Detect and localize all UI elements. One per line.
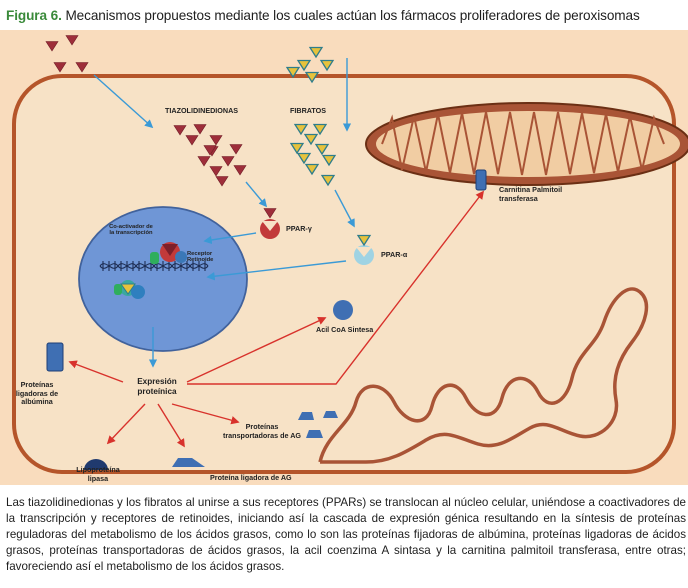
nucleus xyxy=(78,206,248,352)
blue-arrows xyxy=(93,58,355,368)
label-receptor-retinoide: Receptor Retinoide xyxy=(187,251,214,264)
figure-title: Figura 6. Mecanismos propuestos mediante… xyxy=(6,8,682,23)
red-arrows xyxy=(68,190,485,448)
figure-number: Figura 6. xyxy=(6,8,62,23)
label-tiazolidinedionas: TIAZOLIDINEDIONAS xyxy=(165,106,239,115)
ppar-gamma-receptor xyxy=(260,208,280,239)
label-fibratos: FIBRATOS xyxy=(290,106,327,115)
transportadoras-proteins xyxy=(298,411,338,438)
label-proteinas-transportadoras: Proteínas transportadoras de AG xyxy=(222,422,301,440)
label-coactivador: Co-activador de la transcripción xyxy=(109,224,153,237)
label-proteina-ligadora-ag: Proteína ligadora de AG xyxy=(210,473,292,482)
label-proteinas-albumina: Proteínas ligadoras de albúmina xyxy=(15,380,59,406)
label-ppar-alpha: PPAR-α xyxy=(381,250,408,259)
ligadora-ag-protein xyxy=(172,458,205,467)
receptor-complex xyxy=(114,242,187,299)
lipoproteina-protein xyxy=(84,459,108,470)
figure-caption: Las tiazolidinedionas y los fibratos al … xyxy=(6,496,686,573)
tiazolidinedionas-outside xyxy=(45,35,89,73)
label-acil-coa: Acil CoA Sintesa xyxy=(316,325,374,334)
mitochondrion xyxy=(365,102,688,186)
label-carnitina: Carnitina Palmitoil transferasa xyxy=(499,185,563,203)
carnitina-protein xyxy=(475,169,487,191)
reticulum-line xyxy=(318,287,649,464)
cell-diagram xyxy=(12,35,688,474)
dna-helix xyxy=(99,261,209,271)
acil-coa-protein xyxy=(333,300,353,320)
figure-title-text: Mecanismos propuestos mediante los cuale… xyxy=(65,8,640,23)
ppar-alpha-receptor xyxy=(354,234,374,265)
label-ppar-gamma: PPAR-γ xyxy=(286,224,312,233)
label-lipoproteina: Lipoproteína lipasa xyxy=(76,465,120,483)
albumina-protein xyxy=(46,342,64,372)
label-expresion: Expresión proteínica xyxy=(137,377,177,396)
